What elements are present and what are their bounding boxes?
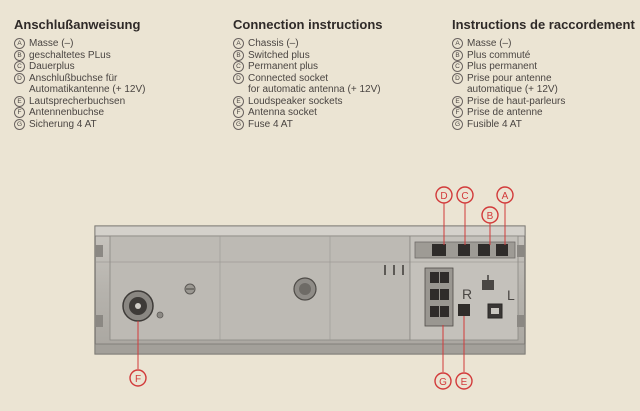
legend-text: geschaltetes PLus: [29, 49, 111, 61]
legend-text: Chassis (–): [248, 38, 299, 49]
callout-label: D: [440, 191, 447, 202]
instructions-column-french: Instructions de raccordement A Masse (–) …: [452, 17, 640, 130]
callout-e: E: [455, 372, 473, 390]
legend-text: Prise de antenne: [467, 107, 543, 118]
legend-text: Prise de haut-parleurs: [467, 95, 566, 107]
list-item: B Plus commuté: [452, 49, 640, 62]
german-title: Anschlußanweisung: [14, 17, 141, 32]
list-item: G Fuse 4 AT: [233, 118, 443, 131]
legend-text: Fuse 4 AT: [248, 118, 293, 130]
screw-icon: [156, 311, 164, 319]
callout-label: E: [461, 377, 468, 388]
callout-label: G: [439, 377, 447, 388]
callout-leader-lines: [137, 203, 506, 372]
list-item: A Masse (–): [14, 38, 224, 50]
vent-slots: [384, 265, 404, 275]
legend-text: Plus permanent: [467, 61, 538, 72]
callout-label: A: [502, 191, 509, 202]
legend-letter-icon: F: [233, 107, 244, 118]
legend-text: Permanent plus: [248, 61, 319, 72]
legend-letter-icon: E: [452, 95, 463, 107]
callout-label: F: [135, 374, 141, 385]
legend-letter-icon: A: [233, 38, 244, 49]
list-item: E Prise de haut-parleurs: [452, 95, 640, 108]
legend-letter-icon: A: [14, 38, 25, 49]
legend-text: Antenna socket: [248, 107, 317, 118]
legend-letter-icon: G: [452, 118, 463, 130]
legend-letter-icon: B: [452, 49, 463, 61]
legend-letter-icon: E: [233, 95, 244, 107]
legend-letter-icon: E: [14, 95, 25, 107]
left-channel-label: L: [507, 287, 515, 303]
callout-f: F: [129, 369, 147, 387]
callout-c: C: [456, 186, 474, 204]
legend-text: Plus commuté: [467, 49, 531, 61]
french-title: Instructions de raccordement: [452, 17, 635, 32]
legend-text: Antennenbuchse: [29, 107, 105, 118]
callout-b: B: [481, 206, 499, 224]
legend-text: Loudspeaker sockets: [248, 95, 343, 107]
callout-a: A: [496, 186, 514, 204]
list-item: F Antenna socket: [233, 107, 443, 119]
callout-g: G: [434, 372, 452, 390]
list-item: C Plus permanent: [452, 61, 640, 73]
list-item: F Prise de antenne: [452, 107, 640, 119]
instructions-column-english: Connection instructions A Chassis (–) B Sw…: [233, 17, 443, 130]
ground-lug-icon: [482, 275, 494, 290]
antenna-socket-icon: [122, 290, 154, 322]
right-channel-label: R: [462, 286, 472, 302]
list-item: D Prise pour antenne automatique (+ 12V): [452, 72, 640, 96]
legend-text: Prise pour antenne automatique (+ 12V): [467, 72, 558, 96]
list-item: B Switched plus: [233, 49, 443, 62]
callout-label: B: [487, 211, 494, 222]
legend-text: Lautsprecherbuchsen: [29, 95, 126, 107]
legend-text: Masse (–): [467, 38, 512, 49]
legend-letter-icon: D: [14, 72, 25, 84]
legend-letter-icon: B: [233, 49, 244, 61]
list-item: D Anschlußbuchse für Automatikantenne (+ …: [14, 72, 224, 96]
legend-text: Anschlußbuchse für Automatikantenne (+ 1…: [29, 72, 146, 96]
english-title: Connection instructions: [233, 17, 383, 32]
list-item: A Masse (–): [452, 38, 640, 50]
mounting-stud-icon: [293, 277, 317, 301]
list-item: G Fusible 4 AT: [452, 118, 640, 131]
list-item: G Sicherung 4 AT: [14, 118, 224, 131]
list-item: E Lautsprecherbuchsen: [14, 95, 224, 108]
list-item: D Connected socket for automatic antenna …: [233, 72, 443, 96]
legend-text: Fusible 4 AT: [467, 118, 522, 130]
list-item: C Dauerplus: [14, 61, 224, 73]
legend-text: Masse (–): [29, 38, 74, 49]
list-item: A Chassis (–): [233, 38, 443, 50]
list-item: E Loudspeaker sockets: [233, 95, 443, 108]
list-item: C Permanent plus: [233, 61, 443, 73]
legend-letter-icon: C: [14, 61, 25, 72]
callout-d: D: [435, 186, 453, 204]
legend-letter-icon: G: [14, 118, 25, 130]
speaker-socket-block: [424, 267, 470, 327]
legend-text: Dauerplus: [29, 61, 75, 72]
callout-label: C: [461, 191, 468, 202]
fuse-holder-icon: [487, 303, 503, 319]
power-connector-block: [432, 244, 508, 256]
legend-letter-icon: B: [14, 49, 25, 61]
screw-icon: [184, 283, 196, 295]
list-item: F Antennenbuchse: [14, 107, 224, 119]
legend-letter-icon: A: [452, 38, 463, 49]
legend-letter-icon: D: [452, 72, 463, 84]
legend-letter-icon: F: [452, 107, 463, 118]
legend-text: Switched plus: [248, 49, 310, 61]
legend-letter-icon: D: [233, 72, 244, 84]
legend-letter-icon: C: [452, 61, 463, 72]
legend-letter-icon: G: [233, 118, 244, 130]
french-legend-list: A Masse (–) B Plus commuté C Plus permanent…: [452, 38, 640, 130]
legend-letter-icon: F: [14, 107, 25, 118]
english-legend-list: A Chassis (–) B Switched plus C Permanent p…: [233, 38, 443, 130]
legend-text: Sicherung 4 AT: [29, 118, 97, 130]
legend-letter-icon: C: [233, 61, 244, 72]
legend-text: Connected socket for automatic antenna (…: [248, 72, 381, 96]
